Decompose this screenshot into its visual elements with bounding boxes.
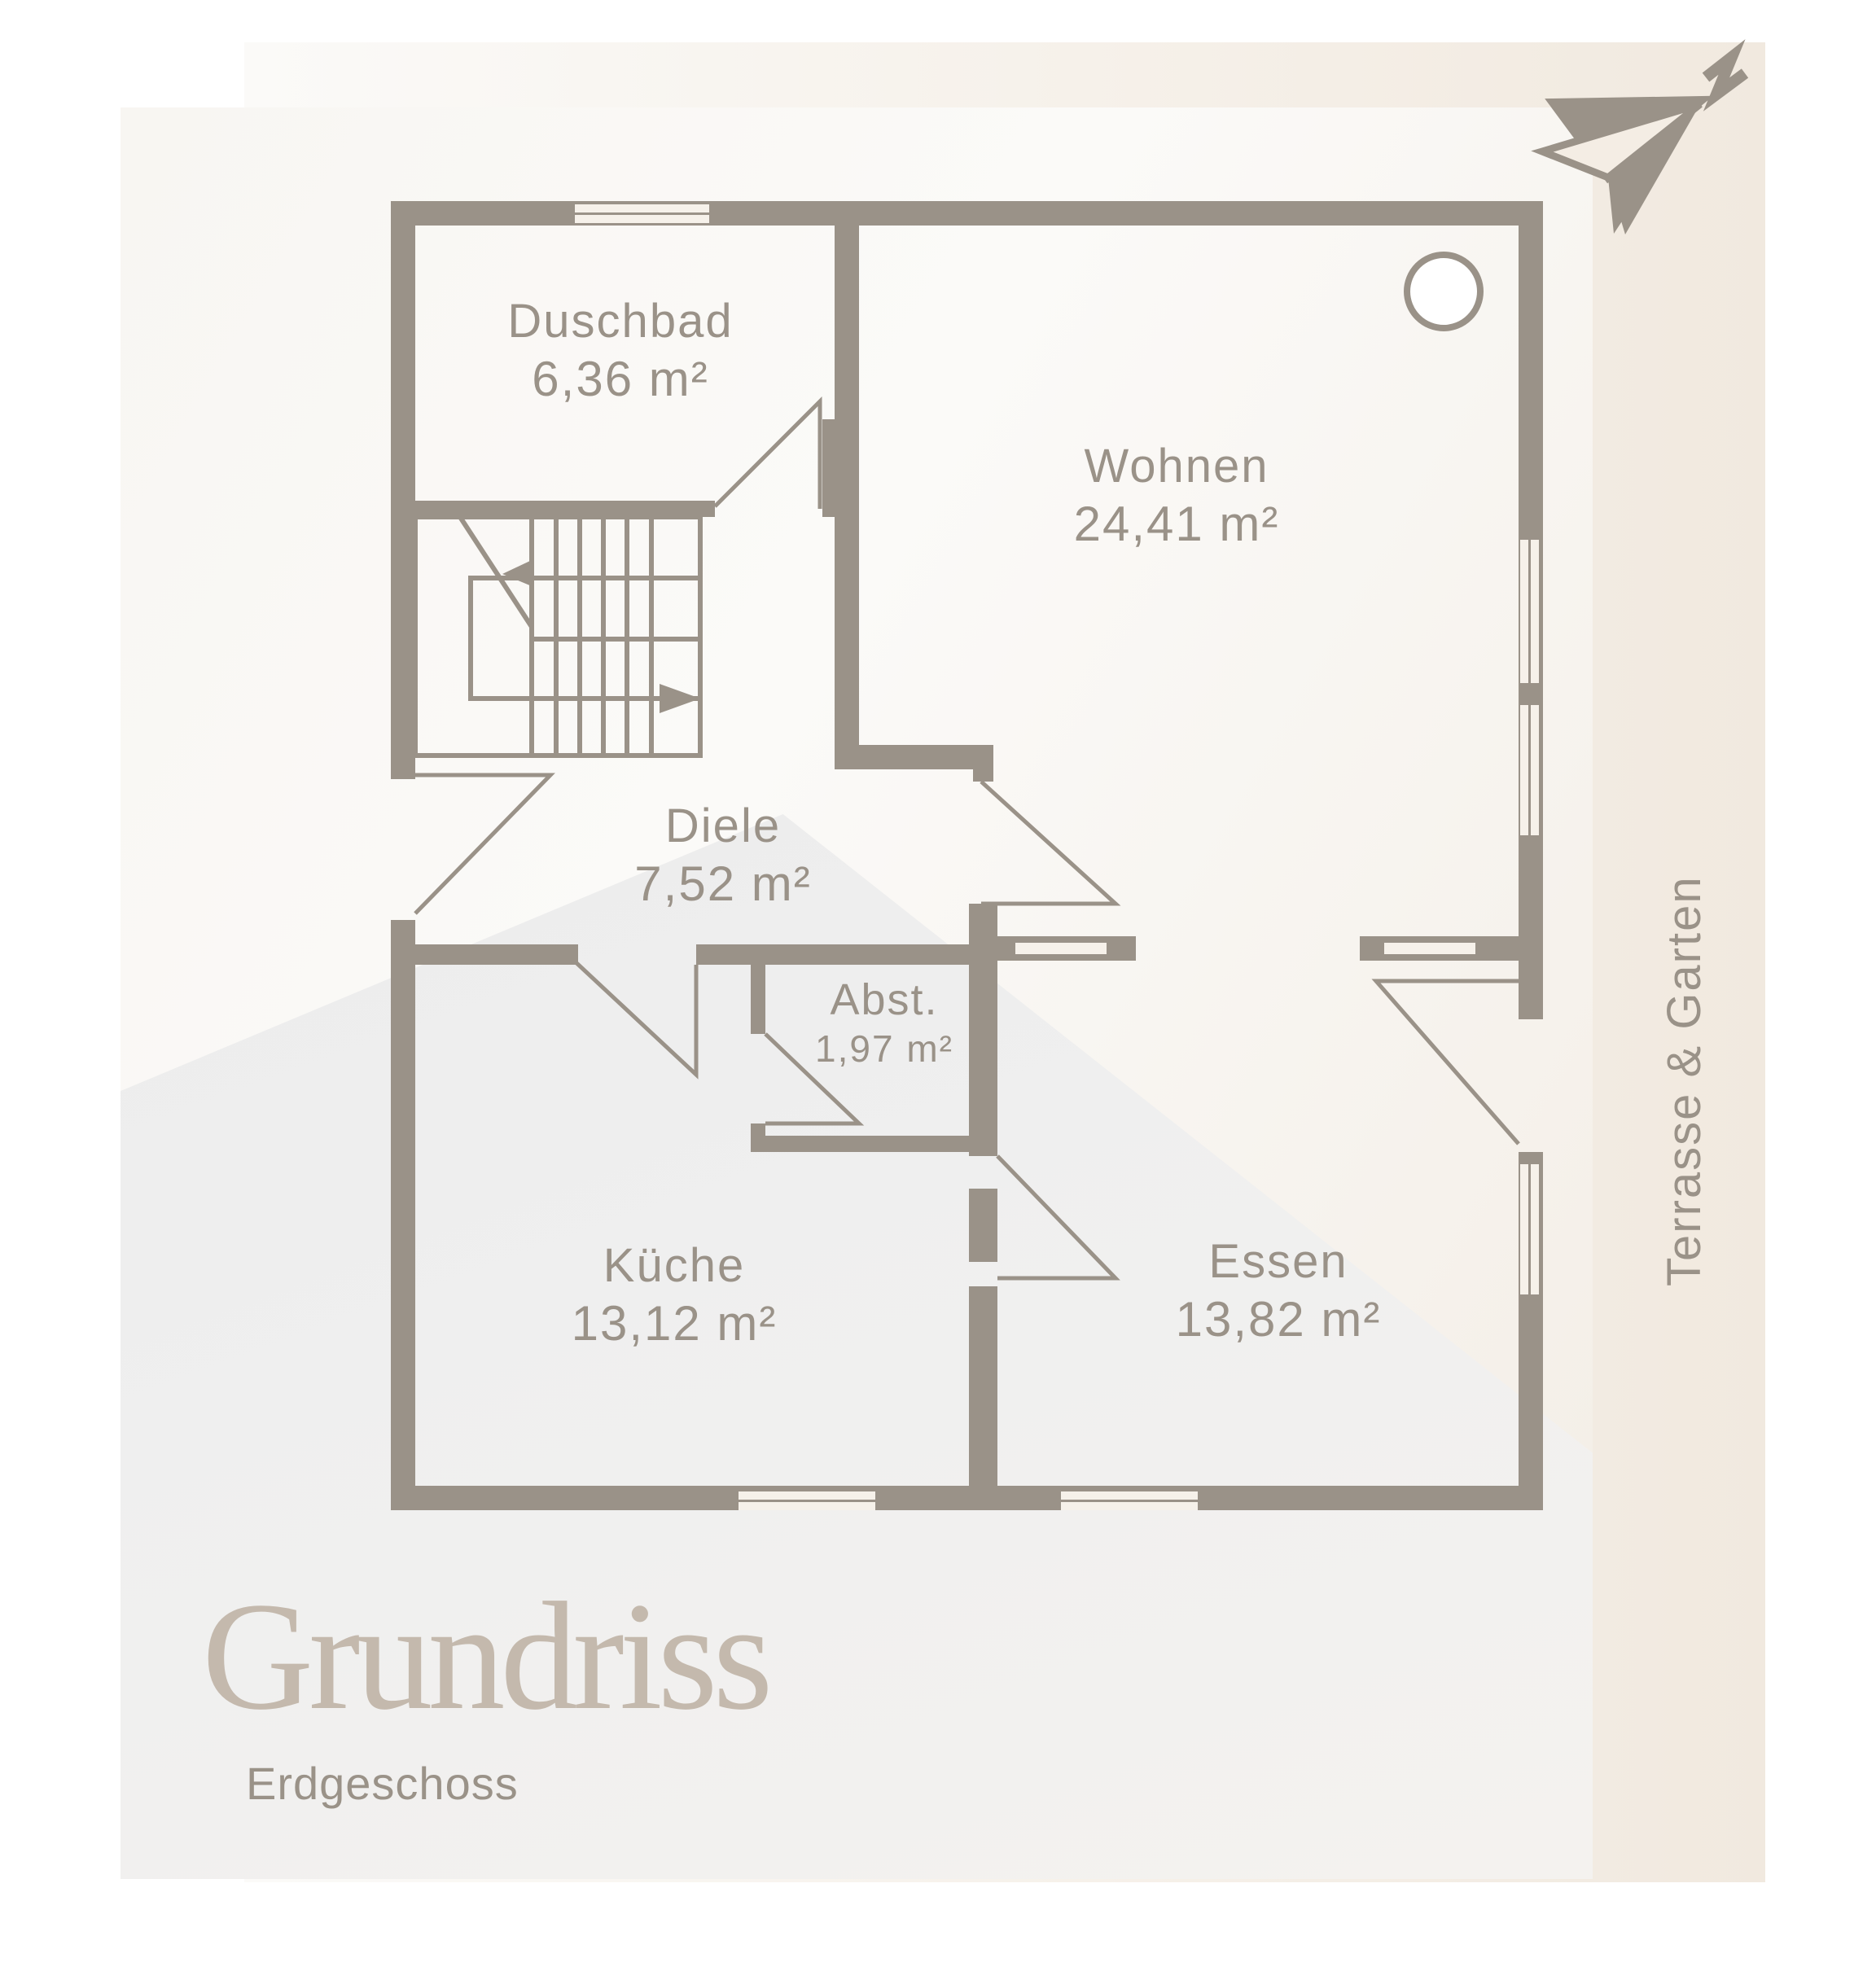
room-name: Abst. (830, 975, 939, 1024)
room-abstellraum: Abst. 1,97 m² (815, 974, 953, 1071)
north-letter-icon (1702, 39, 1749, 112)
room-name: Essen (1208, 1235, 1348, 1288)
room-essen: Essen 13,82 m² (1176, 1233, 1382, 1349)
room-area: 1,97 m² (815, 1027, 953, 1070)
room-name: Duschbad (507, 295, 734, 348)
room-area: 6,36 m² (532, 351, 709, 406)
room-area: 7,52 m² (634, 856, 812, 911)
room-area: 24,41 m² (1073, 496, 1280, 551)
arrow-right-icon (660, 684, 700, 713)
room-name: Diele (664, 799, 782, 852)
terrace-garden-label: Terrasse & Garten (1658, 875, 1711, 1286)
room-wohnen: Wohnen 24,41 m² (1074, 438, 1280, 554)
north-arrow-icon (1531, 39, 1749, 234)
staircase (413, 515, 703, 758)
room-name: Wohnen (1084, 440, 1269, 493)
page-title: Grundriss (202, 1571, 773, 1742)
column-icon (1404, 252, 1484, 331)
room-name: Küche (603, 1239, 746, 1292)
room-area: 13,12 m² (571, 1295, 778, 1351)
windows (575, 204, 1539, 1510)
room-area: 13,82 m² (1175, 1291, 1382, 1347)
stair-arrows (502, 560, 700, 713)
room-duschbad: Duschbad 6,36 m² (507, 293, 733, 409)
room-diele: Diele 7,52 m² (634, 798, 811, 913)
floor-subtitle: Erdgeschoss (246, 1758, 519, 1809)
walls (391, 201, 1543, 1510)
arrow-left-icon (502, 560, 532, 586)
doors (414, 396, 1520, 1281)
room-kueche: Küche 13,12 m² (572, 1237, 778, 1353)
